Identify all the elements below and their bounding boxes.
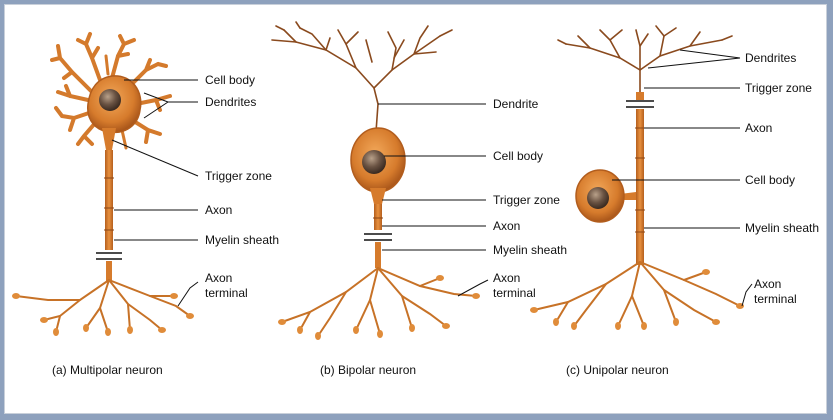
unipolar-neuron: Dendrites Trigger zone Axon Cell body My… [530, 25, 819, 377]
multipolar-label-axon: Axon [205, 203, 232, 217]
bipolar-label-axon-terminal-1: Axon [493, 271, 520, 285]
multipolar-axon [105, 150, 113, 250]
bipolar-dendrites [271, 21, 453, 133]
multipolar-dendrites [50, 32, 172, 150]
bipolar-axon-break [364, 233, 392, 241]
bipolar-caption: (b) Bipolar neuron [320, 363, 416, 377]
bipolar-leaders [378, 103, 489, 297]
bipolar-label-axon: Axon [493, 219, 520, 233]
multipolar-caption: (a) Multipolar neuron [52, 363, 163, 377]
multipolar-label-myelin-sheath: Myelin sheath [205, 233, 279, 247]
unipolar-label-myelin-sheath: Myelin sheath [745, 221, 819, 235]
unipolar-dendrites [557, 25, 733, 93]
multipolar-neuron: Cell body Dendrites Trigger zone Axon My… [12, 32, 279, 377]
bipolar-neuron: Dendrite Cell body Trigger zone Axon Mye… [271, 21, 567, 377]
bipolar-label-myelin-sheath: Myelin sheath [493, 243, 567, 257]
bipolar-label-trigger-zone: Trigger zone [493, 193, 560, 207]
unipolar-caption: (c) Unipolar neuron [566, 363, 669, 377]
multipolar-terminal-knobs [12, 293, 194, 336]
unipolar-label-axon-terminal-1: Axon [754, 277, 781, 291]
unipolar-leaders [612, 49, 753, 307]
multipolar-leaders [111, 79, 199, 307]
bipolar-axon-terminals [281, 267, 477, 337]
unipolar-label-axon-terminal-2: terminal [754, 292, 797, 306]
multipolar-label-axon-terminal-2: terminal [205, 286, 248, 300]
multipolar-label-axon-terminal-1: Axon [205, 271, 232, 285]
bipolar-terminal-knobs [278, 275, 480, 340]
multipolar-trigger-zone [102, 128, 116, 150]
unipolar-axon-terminals [533, 261, 741, 327]
bipolar-label-cell-body: Cell body [493, 149, 543, 163]
unipolar-axon [636, 109, 644, 265]
bipolar-label-dendrite: Dendrite [493, 97, 539, 111]
multipolar-label-dendrites: Dendrites [205, 95, 256, 109]
bipolar-trigger-zone [370, 188, 386, 204]
unipolar-myelin-sheath [635, 127, 645, 233]
unipolar-label-cell-body: Cell body [745, 173, 795, 187]
multipolar-axon-break [96, 252, 122, 260]
bipolar-axon [374, 204, 382, 230]
multipolar-myelin-sheath [104, 177, 114, 231]
bipolar-nucleus [362, 150, 386, 174]
unipolar-label-trigger-zone: Trigger zone [745, 81, 812, 95]
unipolar-label-dendrites: Dendrites [745, 51, 796, 65]
multipolar-axon-terminals [15, 279, 191, 333]
multipolar-label-cell-body: Cell body [205, 73, 255, 87]
multipolar-label-trigger-zone: Trigger zone [205, 169, 272, 183]
unipolar-nucleus [587, 187, 609, 209]
bipolar-label-axon-terminal-2: terminal [493, 286, 536, 300]
unipolar-label-axon: Axon [745, 121, 772, 135]
unipolar-axon-break-top [626, 100, 654, 108]
multipolar-nucleus [99, 89, 121, 111]
